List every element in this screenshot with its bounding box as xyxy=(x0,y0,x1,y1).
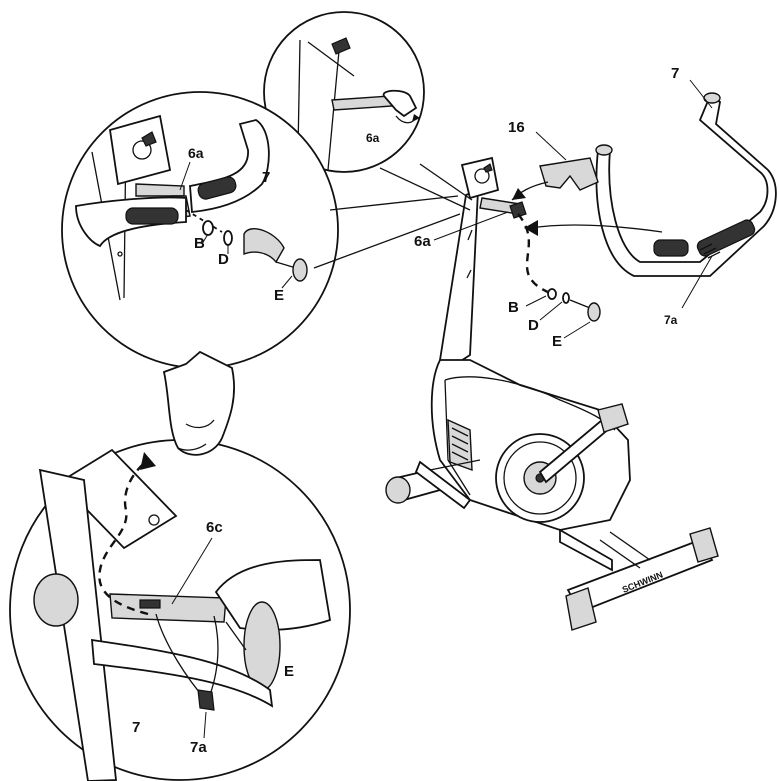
label-D-main: D xyxy=(528,317,539,334)
label-7a-main: 7a xyxy=(664,313,678,327)
hardware-main xyxy=(548,289,600,321)
label-7-handlebar: 7 xyxy=(671,65,679,82)
cover-16 xyxy=(540,158,598,190)
label-D-left-circle: D xyxy=(218,251,229,268)
label-E-left-circle: E xyxy=(274,287,284,304)
detail-circle-left xyxy=(62,92,338,368)
label-7-left-circle: 7 xyxy=(262,169,270,186)
label-B-main: B xyxy=(508,299,519,316)
detail-circle-bottom xyxy=(10,352,350,781)
label-6a-main: 6a xyxy=(414,233,431,250)
label-16: 16 xyxy=(508,119,525,136)
label-7-bottom-circle: 7 xyxy=(132,719,140,736)
handlebar-assembly xyxy=(596,93,776,276)
assembly-arrows xyxy=(512,182,662,296)
label-6c: 6c xyxy=(206,519,223,536)
label-6a-top-circle: 6a xyxy=(366,131,380,145)
label-B-left-circle: B xyxy=(194,235,205,252)
label-E-bottom-circle: E xyxy=(284,663,294,680)
exercise-bike xyxy=(386,158,718,630)
label-E-main: E xyxy=(552,333,562,350)
label-6a-left-circle: 6a xyxy=(188,145,204,161)
label-7a-bottom-circle: 7a xyxy=(190,739,207,756)
